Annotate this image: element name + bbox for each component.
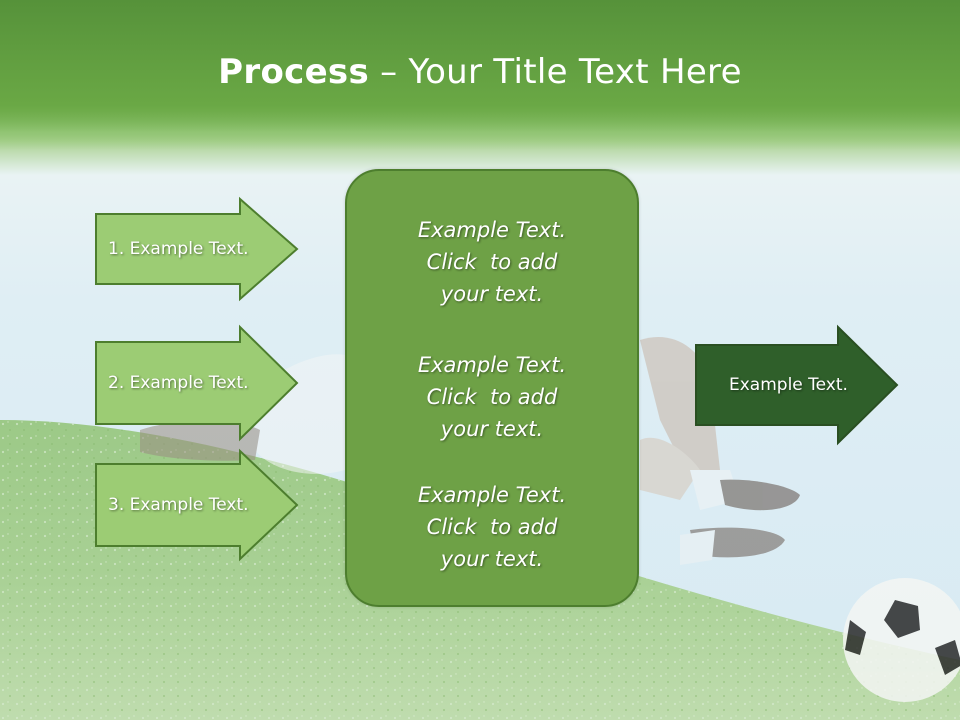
center-block-2-line-1: Example Text. bbox=[417, 353, 567, 377]
slide-title: Process – Your Title Text Here bbox=[0, 52, 960, 92]
arrow-shape-3 bbox=[95, 448, 299, 562]
step-label-2: 2. Example Text. bbox=[108, 373, 249, 393]
center-block-2-line-2: Click to add bbox=[426, 385, 558, 409]
arrow-shape-1 bbox=[95, 196, 299, 302]
result-arrow-shape bbox=[695, 324, 899, 446]
title-bold: Process bbox=[218, 52, 370, 92]
center-block-1-line-3: your text. bbox=[440, 282, 544, 306]
step-label-3: 3. Example Text. bbox=[108, 495, 249, 515]
center-block-2: Example Text. Click to add your text. bbox=[347, 349, 637, 445]
result-arrow-label: Example Text. bbox=[729, 375, 848, 395]
soccer-ball-icon bbox=[843, 578, 960, 702]
step-label-1: 1. Example Text. bbox=[108, 239, 249, 259]
step-arrow-2[interactable]: 2. Example Text. bbox=[95, 324, 299, 442]
center-block-1-line-1: Example Text. bbox=[417, 218, 567, 242]
arrow-shape-2 bbox=[95, 324, 299, 442]
center-text-box[interactable]: Example Text. Click to add your text. Ex… bbox=[345, 169, 639, 607]
center-block-2-line-3: your text. bbox=[440, 417, 544, 441]
center-block-1-line-2: Click to add bbox=[426, 250, 558, 274]
center-block-3: Example Text. Click to add your text. bbox=[347, 479, 637, 575]
center-block-3-line-1: Example Text. bbox=[417, 483, 567, 507]
step-arrow-1[interactable]: 1. Example Text. bbox=[95, 196, 299, 302]
result-arrow[interactable]: Example Text. bbox=[695, 324, 899, 446]
center-block-3-line-3: your text. bbox=[440, 547, 544, 571]
center-block-3-line-2: Click to add bbox=[426, 515, 558, 539]
header-band bbox=[0, 0, 960, 150]
step-arrow-3[interactable]: 3. Example Text. bbox=[95, 448, 299, 562]
center-block-1: Example Text. Click to add your text. bbox=[347, 214, 637, 310]
title-rest: – Your Title Text Here bbox=[369, 52, 742, 92]
